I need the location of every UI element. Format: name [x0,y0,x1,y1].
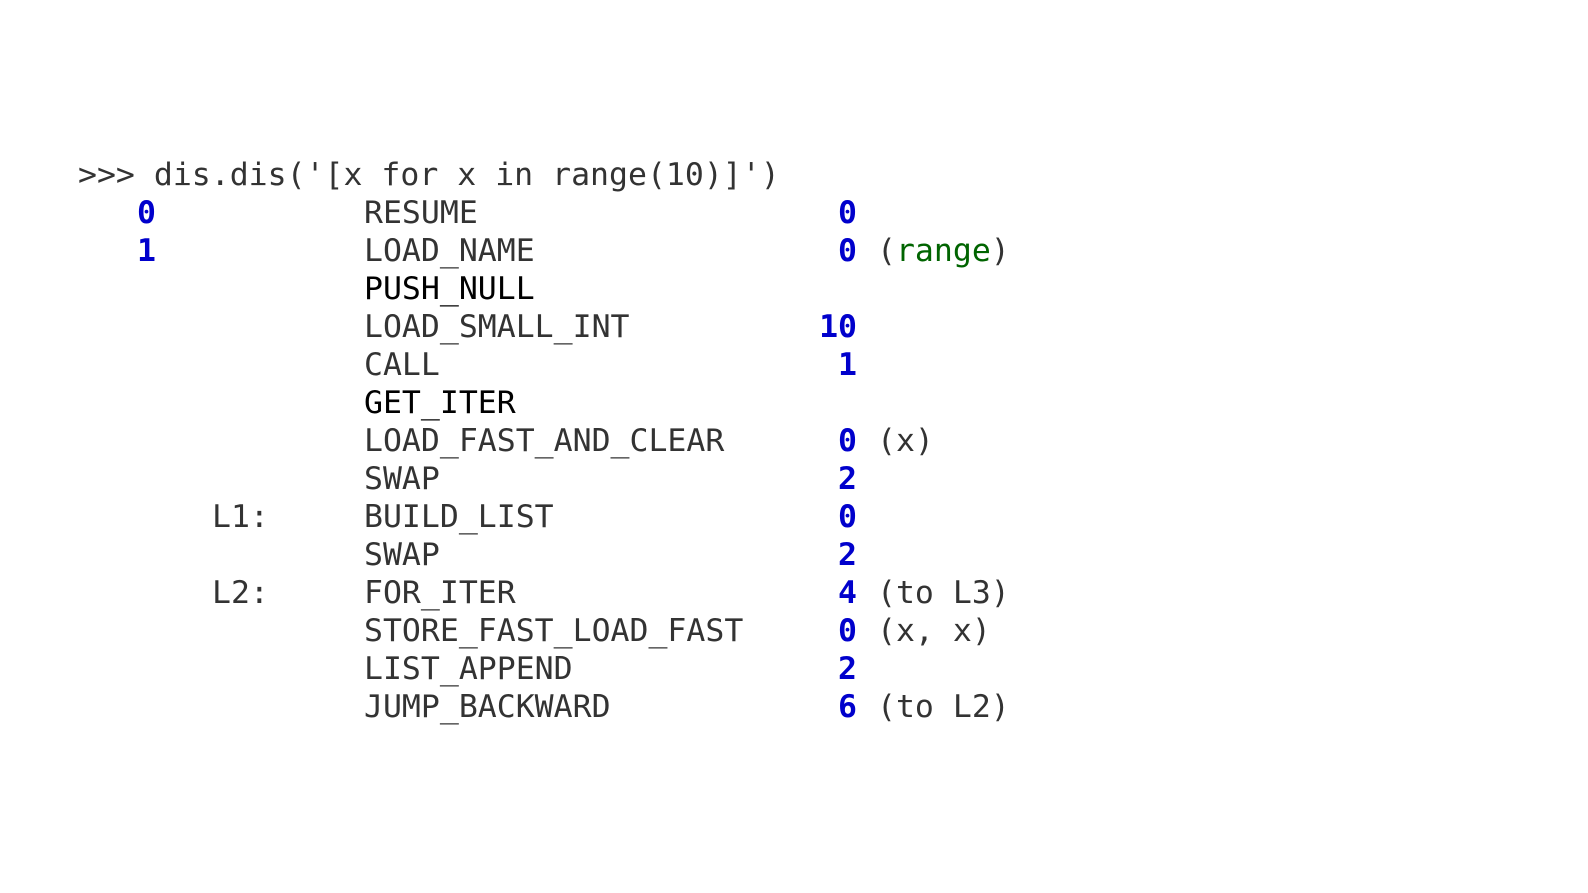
opcode-name: BUILD_LIST [364,499,554,535]
opcode-name: CALL [364,347,440,383]
opcode-name: STORE_FAST_LOAD_FAST [364,613,744,649]
opcode-argument: 2 [838,461,857,497]
opcode-argument: 10 [819,309,857,345]
instruction-row: LIST_APPEND 2 [0,650,1588,688]
instruction-row: L1: BUILD_LIST 0 [0,498,1588,536]
instruction-row: SWAP 2 [0,536,1588,574]
opcode-name: LOAD_SMALL_INT [364,309,630,345]
instruction-row: LOAD_FAST_AND_CLEAR 0 (x) [0,422,1588,460]
opcode-name: PUSH_NULL [364,271,535,307]
opcode-name: LIST_APPEND [364,651,573,687]
opcode-name: RESUME [364,195,478,231]
opcode-argument: 2 [838,651,857,687]
argument-repr: (range) [877,232,1010,270]
jump-label: L2: [212,575,269,611]
command-text: >>> dis.dis('[x for x in range(10)]') [78,157,780,193]
argument-repr-text: (x, x) [877,613,991,649]
opcode-argument: 6 [838,689,857,725]
instruction-row: SWAP 2 [0,460,1588,498]
argument-repr-text: (to L3) [877,575,1010,611]
argument-repr: (to L2) [877,688,1010,726]
opcode-argument: 4 [838,575,857,611]
line-number: 1 [137,233,156,269]
opcode-argument: 0 [838,195,857,231]
opcode-argument: 1 [838,347,857,383]
instruction-row: CALL 1 [0,346,1588,384]
instruction-row: GET_ITER [0,384,1588,422]
opcode-name: LOAD_NAME [364,233,535,269]
argument-repr: (to L3) [877,574,1010,612]
line-number: 0 [137,195,156,231]
argument-repr-text: ( [877,233,896,269]
instruction-row: LOAD_SMALL_INT 10 [0,308,1588,346]
instruction-row: L2: FOR_ITER 4 (to L3) [0,574,1588,612]
jump-label: L1: [212,499,269,535]
opcode-name: JUMP_BACKWARD [364,689,611,725]
opcode-name: LOAD_FAST_AND_CLEAR [364,423,725,459]
opcode-argument: 0 [838,613,857,649]
opcode-name: SWAP [364,461,440,497]
opcode-name: GET_ITER [364,385,516,421]
opcode-argument: 2 [838,537,857,573]
opcode-argument: 0 [838,423,857,459]
opcode-argument: 0 [838,499,857,535]
opcode-name: FOR_ITER [364,575,516,611]
prompt-line: >>> dis.dis('[x for x in range(10)]') [0,156,1588,194]
instruction-row: JUMP_BACKWARD 6 (to L2) [0,688,1588,726]
argument-repr: (x, x) [877,612,991,650]
argument-repr-text: (x) [877,423,934,459]
instruction-row: STORE_FAST_LOAD_FAST 0 (x, x) [0,612,1588,650]
opcode-argument: 0 [838,233,857,269]
instruction-row: 1 LOAD_NAME 0 (range) [0,232,1588,270]
instruction-row: 0 RESUME 0 [0,194,1588,232]
argument-repr: (x) [877,422,934,460]
argument-repr-name: range [895,233,991,269]
argument-repr-text: (to L2) [877,689,1010,725]
disassembly-output: >>> dis.dis('[x for x in range(10)]') 0 R… [0,156,1588,726]
instruction-row: PUSH_NULL [0,270,1588,308]
opcode-name: SWAP [364,537,440,573]
argument-repr-close: ) [990,233,1010,269]
